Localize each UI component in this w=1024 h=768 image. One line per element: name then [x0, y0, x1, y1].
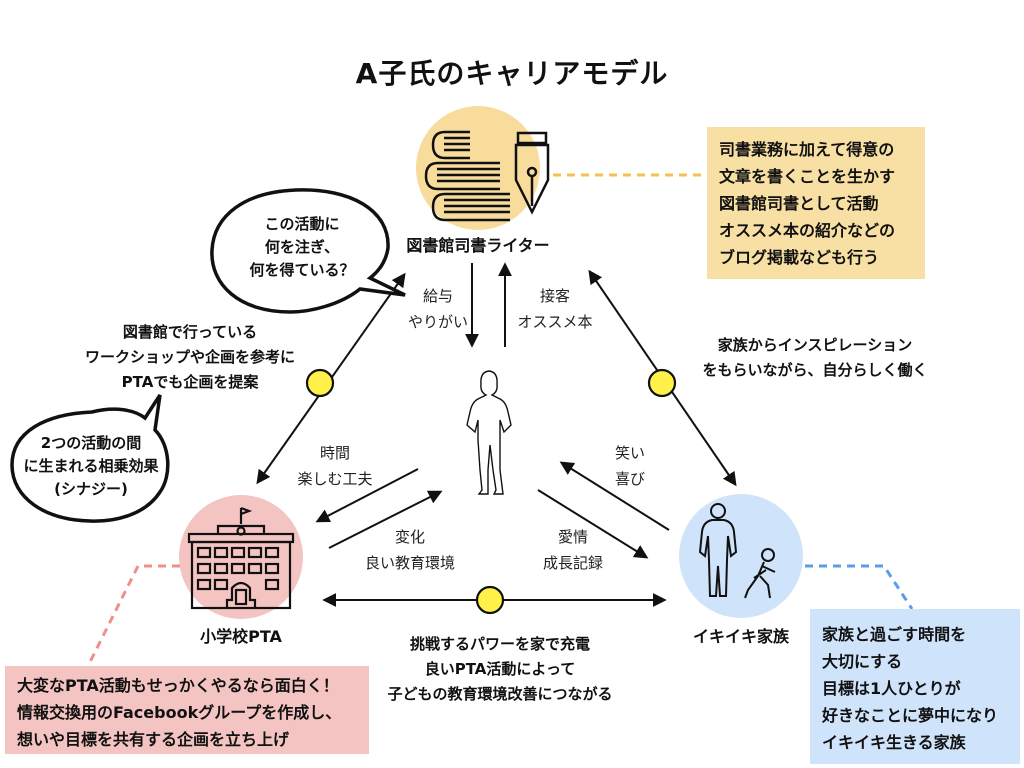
family-node-label: イキイキ家族 [692, 627, 789, 646]
woman-silhouette-icon [466, 370, 512, 495]
note-line: ワークショップや企画を参考に [84, 348, 295, 366]
box-line: 図書館司書として活動 [719, 194, 879, 213]
flow-text: 笑い [614, 444, 645, 462]
synergy-bubble-shape [10, 394, 170, 523]
synergy-note-pta-family: 挑戦するパワーを家で充電 良いPTA活動によって 子どもの教育環境改善につながる [370, 632, 630, 707]
box-line: 好きなことに夢中になり [822, 706, 999, 725]
flow-text: 成長記録 [542, 554, 603, 572]
note-line: PTAでも企画を提案 [121, 373, 259, 391]
librarian-node-label: 図書館司書ライター [406, 236, 550, 255]
family-box-connector [805, 564, 914, 610]
box-line: 文章を書くことを生かす [719, 167, 896, 186]
box-line: 大変なPTA活動もせっかくやるなら面白く！ [17, 676, 339, 695]
question-bubble: この活動に 何を注ぎ、 何を得ている？ [222, 213, 382, 282]
flow-text: 給与 [422, 287, 453, 305]
note-line: 家族からインスピレーション [717, 336, 913, 354]
bubble-line: に生まれる相乗効果 [23, 457, 159, 475]
bubble-line: この活動に [264, 215, 340, 233]
bubble-line: 何を得ている？ [249, 261, 355, 279]
page-title: A子氏のキャリアモデル [355, 57, 669, 90]
box-line: オススメ本の紹介などの [719, 221, 896, 240]
bubble-line: 2つの活動の間 [40, 434, 142, 452]
synergy-dot-librarian-pta [305, 368, 335, 398]
box-line: 大切にする [822, 652, 903, 671]
flow-text: 変化 [394, 528, 425, 546]
flow-arrow-center-to-family [537, 489, 649, 559]
box-line: 司書業務に加えて得意の [719, 140, 895, 159]
flow-text: 接客 [539, 287, 570, 305]
box-line: ブログ掲載なども行う [719, 248, 880, 267]
school-building-icon [187, 506, 295, 610]
synergy-note-librarian-pta: 図書館で行っている ワークショップや企画を参考に PTAでも企画を提案 [60, 320, 320, 395]
box-line: 想いや目標を共有する企画を立ち上げ [17, 730, 290, 749]
pta-box-connector [86, 564, 180, 667]
note-line: 良いPTA活動によって [424, 660, 576, 678]
family-info-box: 家族と過ごす時間を 大切にする 目標は1人ひとりが 好きなことに夢中になり イキ… [810, 609, 1020, 764]
flow-arrow-pta-to-center [328, 490, 443, 549]
box-line: 情報交換用のFacebookグループを作成し、 [17, 703, 342, 722]
pta-info-box: 大変なPTA活動もせっかくやるなら面白く！ 情報交換用のFacebookグループ… [5, 666, 369, 754]
flow-label-family-to-center: 笑い 喜び [600, 440, 660, 492]
note-line: をもらいながら、自分らしく働く [702, 361, 928, 379]
flow-label-librarian-to-center: 給与 やりがい [398, 283, 478, 335]
flow-label-center-to-family: 愛情 成長記録 [528, 524, 618, 576]
librarian-info-box: 司書業務に加えて得意の 文章を書くことを生かす 図書館司書として活動 オススメ本… [707, 127, 925, 279]
flow-text: 喜び [614, 470, 645, 488]
bubble-line: 何を注ぎ、 [264, 238, 340, 256]
bubble-line: (シナジー) [54, 480, 128, 498]
note-line: 図書館で行っている [122, 323, 258, 341]
question-bubble-shape [210, 188, 406, 314]
synergy-note-librarian-family: 家族からインスピレーション をもらいながら、自分らしく働く [680, 333, 950, 383]
school-windows [196, 546, 280, 591]
note-line: 挑戦するパワーを家で充電 [409, 635, 590, 653]
flow-text: 愛情 [557, 528, 588, 546]
flow-text: やりがい [407, 313, 468, 331]
flow-text: オススメ本 [517, 313, 593, 331]
flow-label-pta-to-center: 変化 良い教育環境 [345, 524, 475, 576]
father-and-running-child-icon [698, 503, 776, 599]
synergy-dot-pta-family [475, 585, 505, 615]
pta-node-label: 小学校PTA [200, 627, 282, 646]
note-line: 子どもの教育環境改善につながる [387, 685, 613, 703]
flow-text: 良い教育環境 [364, 554, 455, 572]
family-circle [679, 494, 803, 618]
box-line: 目標は1人ひとりが [822, 679, 961, 698]
box-line: 家族と過ごす時間を [822, 625, 967, 644]
flow-text: 楽しむ工夫 [297, 470, 373, 488]
flow-arrow-family-to-center [559, 461, 670, 531]
flow-arrow-center-to-pta [315, 468, 419, 523]
synergy-bubble: 2つの活動の間 に生まれる相乗効果 (シナジー) [16, 432, 166, 501]
synergy-dot-librarian-family [647, 368, 677, 398]
box-line: イキイキ生きる家族 [822, 733, 966, 752]
books-and-pen-icon [424, 130, 550, 222]
flow-text: 時間 [319, 444, 350, 462]
flow-label-center-to-librarian: 接客 オススメ本 [505, 283, 605, 335]
flow-label-center-to-pta: 時間 楽しむ工夫 [285, 440, 385, 492]
